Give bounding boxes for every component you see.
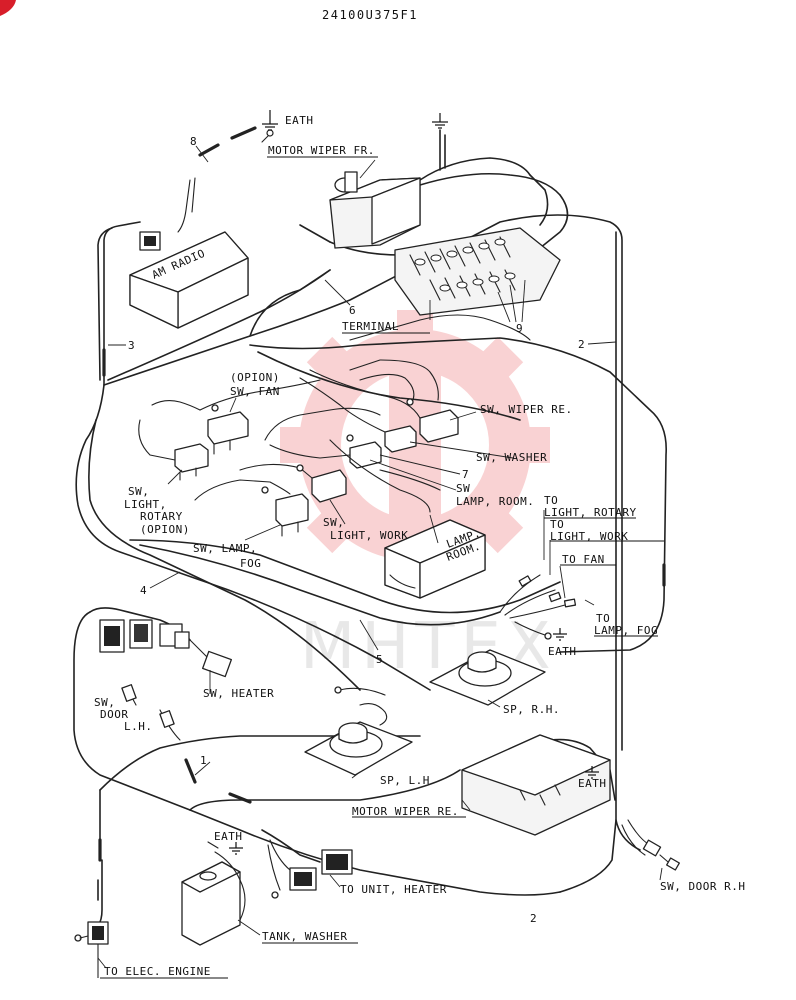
label-to-light-work-2: LIGHT, WORK [550, 530, 628, 543]
callout-4: 4 [140, 584, 147, 597]
label-sw-lamp-fog-2: FOG [240, 557, 261, 570]
label-sw-washer: SW, WASHER [476, 451, 547, 464]
label-eath-bottom: EATH [214, 830, 243, 843]
label-to-unit-heater: TO UNIT, HEATER [340, 883, 447, 896]
sw-wiper-rear [419, 409, 459, 443]
sw-light-rotary [174, 443, 209, 481]
label-to-light-rotary-2: LIGHT, ROTARY [544, 506, 637, 519]
tank-washer [181, 851, 246, 946]
ground-terminal-top [432, 113, 448, 129]
label-sw-light-rotary-4: (OPION) [140, 523, 190, 536]
label-to-lamp-fog-2: LAMP, FOG [594, 624, 658, 637]
label-eath-mid: EATH [548, 645, 577, 658]
label-sw-lamp-room-2: LAMP, ROOM. [456, 495, 534, 508]
leader-lines [97, 145, 663, 969]
label-to-light-rotary-1: TO [544, 494, 558, 507]
right-connectors [499, 574, 577, 640]
label-to-light-work-1: TO [550, 518, 564, 531]
label-opion-fan-2: SW, FAN [230, 385, 280, 398]
callout-9: 9 [516, 322, 523, 335]
label-motor-wiper-fr: MOTOR WIPER FR. [268, 144, 375, 157]
ground-eath-bottom [229, 842, 243, 855]
callout-2-right: 2 [578, 338, 585, 351]
label-sw-door-rh: SW, DOOR R.H [660, 880, 745, 893]
sw-light-work [311, 469, 347, 503]
callout-5: 5 [376, 653, 383, 666]
callout-1: 1 [200, 754, 207, 767]
label-sw-light-rotary-3: ROTARY [140, 510, 183, 523]
am-radio [129, 231, 249, 329]
label-sw-door-lh-1: SW, [94, 696, 115, 709]
speaker-right [429, 649, 546, 706]
sw-lamp-room [349, 441, 382, 469]
label-sw-door-lh-3: L.H. [124, 720, 153, 733]
sw-washer [384, 425, 417, 453]
label-opion-fan-1: (OPION) [230, 371, 280, 384]
label-to-fan: TO FAN [562, 553, 605, 566]
label-sp-rh: SP, R.H. [503, 703, 560, 716]
ground-eath-mid [553, 628, 567, 641]
label-to-elec-engine: TO ELEC. ENGINE [104, 965, 211, 978]
label-to-lamp-fog-1: TO [596, 612, 610, 625]
label-sw-light-work-1: SW, [323, 516, 344, 529]
sw-door-right [621, 819, 680, 871]
callout-numbers: 1 2 2 3 4 5 6 7 8 9 [128, 135, 585, 925]
label-sw-lamp-fog-1: SW, LAMP, [193, 542, 257, 555]
label-tank-washer: TANK, WASHER [262, 930, 347, 943]
callout-6: 6 [349, 304, 356, 317]
unit-heater-connectors [207, 829, 353, 899]
label-sw-door-lh-2: DOOR [100, 708, 129, 721]
sw-door-left [121, 684, 181, 741]
corner-mark [0, 0, 16, 16]
label-sw-lamp-room-1: SW [456, 482, 470, 495]
elec-engine-connector [74, 921, 109, 963]
motor-wiper-rear [461, 734, 611, 836]
callout-2-bottom: 2 [530, 912, 537, 925]
label-motor-wiper-re: MOTOR WIPER RE. [352, 805, 459, 818]
label-sw-light-rotary-1: SW, [128, 485, 149, 498]
callout-7: 7 [462, 468, 469, 481]
lamp-room [384, 519, 486, 599]
top-harness [177, 129, 569, 337]
ground-symbols [229, 110, 599, 855]
part-number: 24100U375F1 [322, 8, 418, 22]
main-harness [73, 126, 667, 927]
ground-eath-right [585, 766, 599, 779]
label-sw-light-rotary-2: LIGHT, [124, 498, 167, 511]
motor-wiper-front [329, 171, 421, 249]
label-sw-heater: SW, HEATER [203, 687, 274, 700]
sw-fan [207, 411, 249, 455]
label-sw-wiper-re: SW, WIPER RE. [480, 403, 573, 416]
label-terminal: TERMINAL [342, 320, 399, 333]
label-underlines [97, 156, 664, 979]
label-eath-right: EATH [578, 777, 607, 790]
terminal-block [394, 227, 561, 316]
callout-8: 8 [190, 135, 197, 148]
sw-heater [89, 607, 233, 678]
label-sp-lh: SP, L.H [380, 774, 430, 787]
speaker-left [304, 686, 413, 776]
sw-lamp-fog [275, 493, 309, 537]
label-sw-light-work-2: LIGHT, WORK [330, 529, 408, 542]
switch-components [138, 314, 531, 537]
callout-3: 3 [128, 339, 135, 352]
label-eath-top: EATH [285, 114, 314, 127]
ground-eath-top [262, 110, 278, 131]
